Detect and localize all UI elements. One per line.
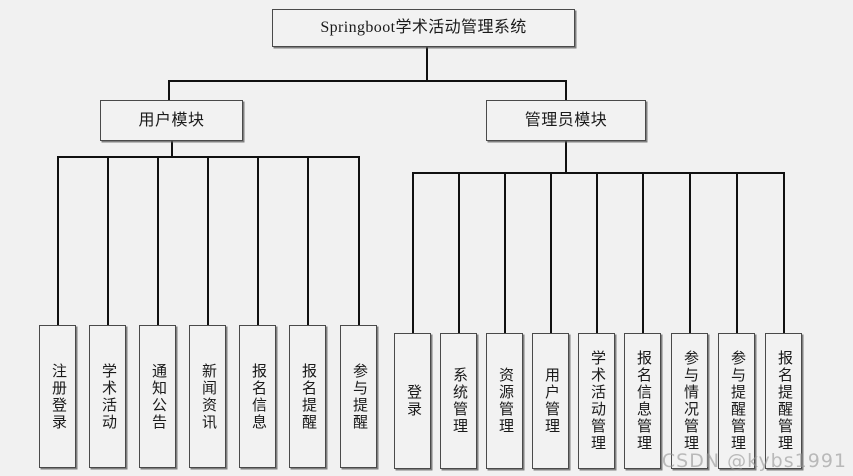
- leaf-node-user-6-label: 报名提醒: [300, 362, 316, 431]
- leaf-node-admin-3: 资源管理: [486, 333, 523, 469]
- leaf-node-user-2: 学术活动: [89, 325, 126, 468]
- leaf-node-admin-4: 用户管理: [532, 333, 569, 469]
- leaf-node-admin-5: 学术活动管理: [578, 333, 615, 469]
- connector-user-drop-6: [307, 156, 309, 325]
- connector-admin-drop-3: [504, 172, 506, 333]
- connector-root-stem: [426, 47, 428, 81]
- leaf-node-admin-7-label: 参与情况管理: [682, 350, 698, 452]
- connector-admin-drop-9: [783, 172, 785, 333]
- root-node-system-title: Springboot学术活动管理系统: [272, 9, 575, 47]
- leaf-node-admin-9-label: 报名提醒管理: [776, 350, 792, 452]
- leaf-node-user-4: 新闻资讯: [189, 325, 226, 468]
- connector-admin-drop-2: [458, 172, 460, 333]
- leaf-node-user-3: 通知公告: [139, 325, 176, 468]
- connector-user-drop-5: [257, 156, 259, 325]
- connector-admin-drop-7: [689, 172, 691, 333]
- leaf-node-user-4-label: 新闻资讯: [200, 362, 216, 431]
- module-node-user-label: 用户模块: [138, 111, 205, 129]
- connector-admin-stem: [565, 141, 567, 174]
- leaf-node-user-5-label: 报名信息: [250, 362, 266, 431]
- leaf-node-admin-6: 报名信息管理: [624, 333, 661, 469]
- leaf-node-admin-4-label: 用户管理: [543, 367, 559, 435]
- connector-user-drop-1: [57, 156, 59, 325]
- leaf-node-admin-1-label: 登录: [405, 384, 421, 418]
- module-node-user: 用户模块: [100, 100, 243, 141]
- leaf-node-admin-7: 参与情况管理: [671, 333, 708, 469]
- connector-drop-admin-module: [565, 80, 567, 101]
- leaf-node-admin-2-label: 系统管理: [451, 367, 467, 435]
- leaf-node-admin-1: 登录: [394, 333, 431, 469]
- leaf-node-user-3-label: 通知公告: [150, 362, 166, 431]
- leaf-node-user-7: 参与提醒: [340, 325, 377, 468]
- connector-admin-leaf-bus: [412, 172, 784, 174]
- connector-admin-drop-1: [412, 172, 414, 333]
- connector-user-drop-7: [358, 156, 360, 325]
- connector-admin-drop-8: [736, 172, 738, 333]
- leaf-node-user-2-label: 学术活动: [100, 362, 116, 431]
- connector-admin-drop-6: [642, 172, 644, 333]
- leaf-node-user-1-label: 注册登录: [50, 362, 66, 431]
- leaf-node-user-6: 报名提醒: [289, 325, 326, 468]
- leaf-node-user-5: 报名信息: [239, 325, 276, 468]
- leaf-node-admin-6-label: 报名信息管理: [635, 350, 651, 452]
- module-node-admin: 管理员模块: [486, 100, 646, 141]
- leaf-node-admin-9: 报名提醒管理: [765, 333, 802, 469]
- leaf-node-admin-8: 参与提醒管理: [718, 333, 755, 469]
- connector-user-drop-2: [107, 156, 109, 325]
- connector-module-bus: [168, 80, 566, 82]
- connector-user-drop-3: [157, 156, 159, 325]
- connector-user-drop-4: [207, 156, 209, 325]
- connector-admin-drop-4: [550, 172, 552, 333]
- leaf-node-user-7-label: 参与提醒: [351, 362, 367, 431]
- leaf-node-admin-2: 系统管理: [440, 333, 477, 469]
- leaf-node-user-1: 注册登录: [39, 325, 76, 468]
- root-node-label: Springboot学术活动管理系统: [320, 19, 527, 37]
- leaf-node-admin-3-label: 资源管理: [497, 367, 513, 435]
- module-node-admin-label: 管理员模块: [524, 111, 608, 129]
- connector-drop-user-module: [168, 80, 170, 101]
- connector-user-stem: [171, 141, 173, 157]
- connector-admin-drop-5: [596, 172, 598, 333]
- leaf-node-admin-8-label: 参与提醒管理: [729, 350, 745, 452]
- leaf-node-admin-5-label: 学术活动管理: [589, 350, 605, 452]
